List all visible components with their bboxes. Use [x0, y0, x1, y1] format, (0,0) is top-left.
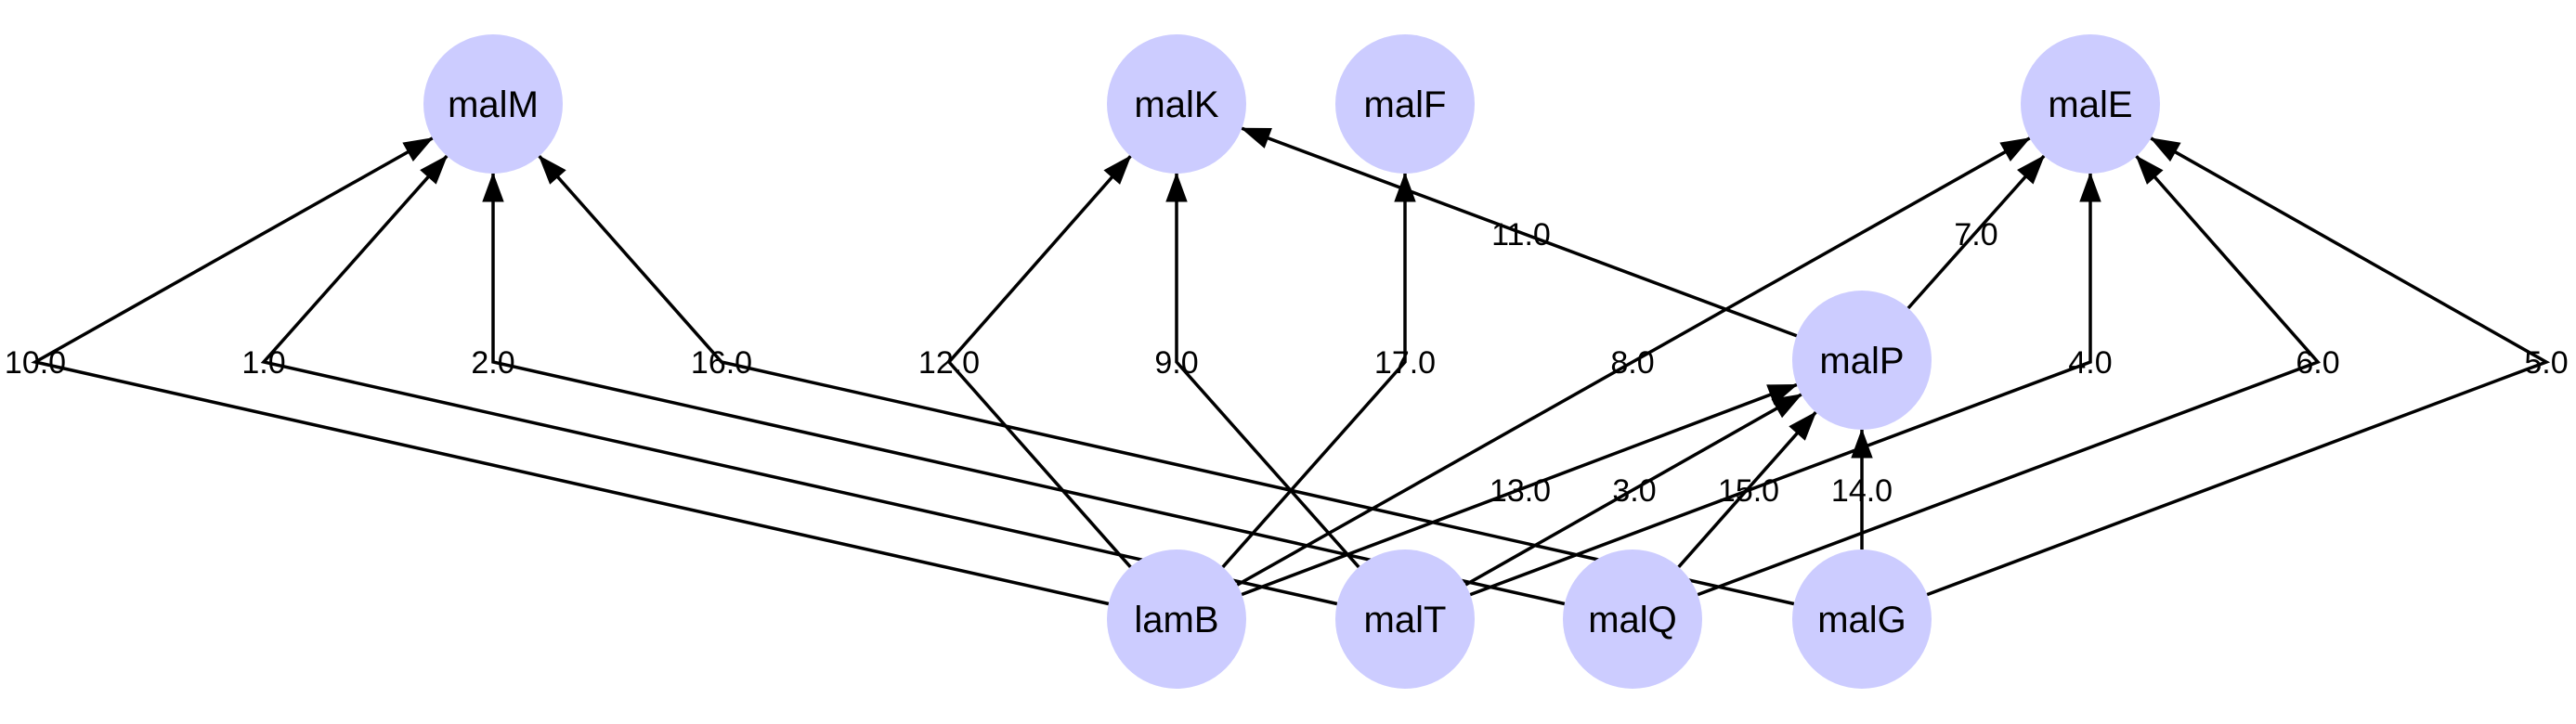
node-circle — [1792, 549, 1932, 689]
edge-lamB-malE: 8.0 — [1236, 136, 2031, 587]
node-circle — [1563, 549, 1702, 689]
arrowhead-icon — [2150, 137, 2181, 162]
arrowhead-icon — [482, 172, 504, 202]
edge-weight-label: 2.0 — [471, 345, 514, 381]
edge-malG-malE: 5.0 — [1926, 136, 2569, 597]
arrowhead-icon — [2017, 154, 2046, 185]
arrowhead-icon — [538, 155, 566, 185]
edge-lamB-malP: 13.0 — [1241, 382, 1799, 597]
edge-malP-malE: 7.0 — [1906, 154, 2046, 310]
edge-weight-label: 7.0 — [1954, 217, 1997, 252]
node-circle — [1792, 291, 1932, 430]
edge-line — [1677, 410, 1817, 569]
node-malF: malF — [1335, 34, 1475, 174]
edge-weight-label: 14.0 — [1831, 473, 1893, 509]
arrowhead-icon — [420, 154, 449, 185]
edge-weight-label: 5.0 — [2524, 345, 2568, 381]
node-malQ: malQ — [1563, 549, 1702, 689]
node-circle — [1335, 34, 1475, 174]
edge-weight-label: 16.0 — [691, 345, 752, 381]
arrowhead-icon — [1851, 428, 1873, 459]
edge-weight-label: 13.0 — [1490, 473, 1551, 509]
edge-lamB-malK: 12.0 — [918, 155, 1132, 568]
edge-weight-label: 12.0 — [918, 345, 980, 381]
node-label: malP — [1819, 341, 1904, 381]
edge-malG-malP: 14.0 — [1831, 428, 1893, 549]
edge-malT-malP: 3.0 — [1464, 393, 1803, 587]
node-label: malE — [2048, 84, 2132, 125]
edge-weight-label: 4.0 — [2068, 345, 2112, 381]
edge-weight-label: 1.0 — [241, 345, 285, 381]
edge-line — [1464, 393, 1802, 587]
edge-lamB-malF: 17.0 — [1221, 172, 1436, 569]
edge-malQ-malM: 2.0 — [471, 172, 1566, 606]
node-label: lamB — [1134, 600, 1218, 640]
edge-line — [491, 174, 1566, 606]
edge-line — [946, 155, 1132, 568]
node-label: malK — [1134, 84, 1218, 125]
node-malP: malP — [1792, 291, 1932, 430]
edge-line — [1236, 136, 2031, 587]
edge-line — [31, 136, 1110, 606]
edge-line — [1926, 136, 2551, 597]
edge-line — [1175, 174, 1360, 569]
node-label: malQ — [1588, 600, 1677, 640]
edge-malG-malM: 16.0 — [538, 155, 1795, 606]
arrowhead-icon — [1240, 127, 1272, 149]
edge-weight-label: 8.0 — [1610, 345, 1654, 381]
edge-malQ-malP: 15.0 — [1677, 410, 1817, 569]
edges-layer: 10.0 1.0 2.0 16.0 12.0 9.0 17.0 8.0 11.0 7.0 4.0 6.… — [5, 126, 2569, 606]
node-label: malM — [448, 84, 539, 125]
edge-weight-label: 17.0 — [1374, 345, 1436, 381]
node-circle — [1335, 549, 1475, 689]
node-circle — [423, 34, 563, 174]
arrowhead-icon — [402, 137, 434, 162]
edge-weight-label: 15.0 — [1718, 473, 1779, 509]
edge-line — [260, 154, 1338, 606]
edge-weight-label: 9.0 — [1154, 345, 1198, 381]
arrowhead-icon — [1165, 172, 1188, 202]
edge-weight-label: 10.0 — [5, 345, 66, 381]
edge-line — [538, 155, 1795, 606]
edge-malT-malM: 1.0 — [241, 154, 1338, 606]
edge-malP-malK: 11.0 — [1240, 126, 1798, 338]
arrowhead-icon — [1771, 394, 1803, 419]
node-malT: malT — [1335, 549, 1475, 689]
node-malG: malG — [1792, 549, 1932, 689]
edge-line — [1241, 382, 1798, 597]
arrowhead-icon — [2079, 172, 2101, 202]
arrowhead-icon — [2135, 155, 2164, 185]
edge-malT-malE: 4.0 — [1469, 172, 2113, 597]
edge-line — [1906, 154, 2046, 310]
edge-weight-label: 6.0 — [2296, 345, 2339, 381]
edge-weight-label: 3.0 — [1612, 473, 1656, 509]
arrowhead-icon — [1999, 137, 2031, 162]
node-lamB: lamB — [1107, 549, 1246, 689]
node-label: malG — [1817, 600, 1906, 640]
edge-line — [1221, 174, 1407, 569]
node-label: malT — [1364, 600, 1447, 640]
node-malM: malM — [423, 34, 563, 174]
nodes-layer: malM malK malF malE malP lamB malT malQ malG — [423, 34, 2160, 689]
edge-lamB-malM: 10.0 — [5, 136, 1110, 606]
edge-malT-malK: 9.0 — [1154, 172, 1360, 569]
arrowhead-icon — [1103, 155, 1132, 185]
edge-malQ-malE: 6.0 — [1697, 155, 2340, 597]
edge-line — [1469, 174, 2092, 597]
edge-line — [1697, 155, 2321, 597]
node-label: malF — [1364, 84, 1447, 125]
node-circle — [2021, 34, 2160, 174]
node-circle — [1107, 34, 1246, 174]
arrowhead-icon — [1789, 411, 1817, 441]
edge-weight-label: 11.0 — [1491, 217, 1551, 252]
edge-line — [1241, 126, 1798, 338]
node-circle — [1107, 549, 1246, 689]
node-malK: malK — [1107, 34, 1246, 174]
node-malE: malE — [2021, 34, 2160, 174]
